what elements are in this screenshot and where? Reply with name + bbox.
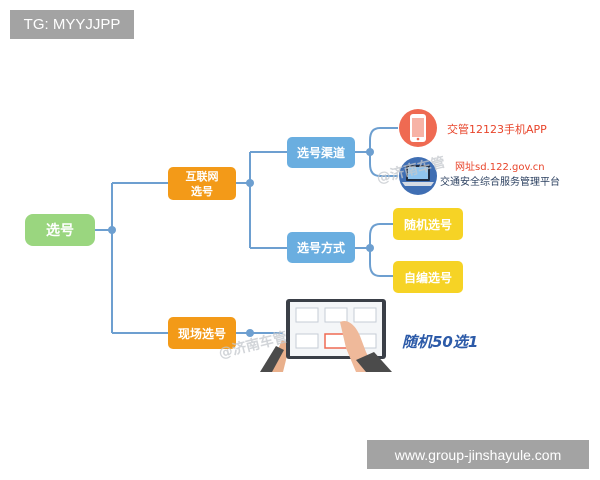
corner-tag: TG: MYYJJPP: [10, 10, 134, 39]
node-random-label: 随机选号: [404, 217, 452, 232]
web-channel: 网址sd.122.gov.cn 交通安全综合服务管理平台: [399, 157, 560, 195]
node-channel: 选号渠道: [287, 137, 355, 168]
node-channel-label: 选号渠道: [297, 145, 345, 160]
node-root-label: 选号: [46, 222, 74, 239]
app-channel-label: 交管12123手机APP: [447, 122, 547, 136]
node-onsite-label: 现场选号: [178, 326, 226, 341]
tablet-illustration: [260, 299, 392, 372]
node-random: 随机选号: [393, 208, 463, 240]
app-channel: 交管12123手机APP: [399, 109, 547, 147]
laptop-icon: [402, 165, 434, 186]
node-root: 选号: [25, 214, 95, 246]
node-internet-label-1: 互联网: [186, 169, 219, 183]
node-internet-label-2: 选号: [191, 184, 213, 198]
node-method-label: 选号方式: [297, 240, 345, 255]
node-internet: 互联网 选号: [168, 167, 236, 200]
node-custom: 自编选号: [393, 261, 463, 293]
web-channel-platform: 交通安全综合服务管理平台: [440, 175, 560, 188]
node-custom-label: 自编选号: [404, 270, 452, 285]
connector-dots: [108, 148, 374, 337]
web-channel-url: 网址sd.122.gov.cn: [455, 160, 545, 173]
phone-icon: [410, 114, 426, 142]
node-method: 选号方式: [287, 232, 355, 263]
website-badge: www.group-jinshayule.com: [367, 440, 589, 469]
onsite-random-label: 随机50选1: [402, 333, 478, 351]
node-onsite: 现场选号: [168, 317, 236, 349]
